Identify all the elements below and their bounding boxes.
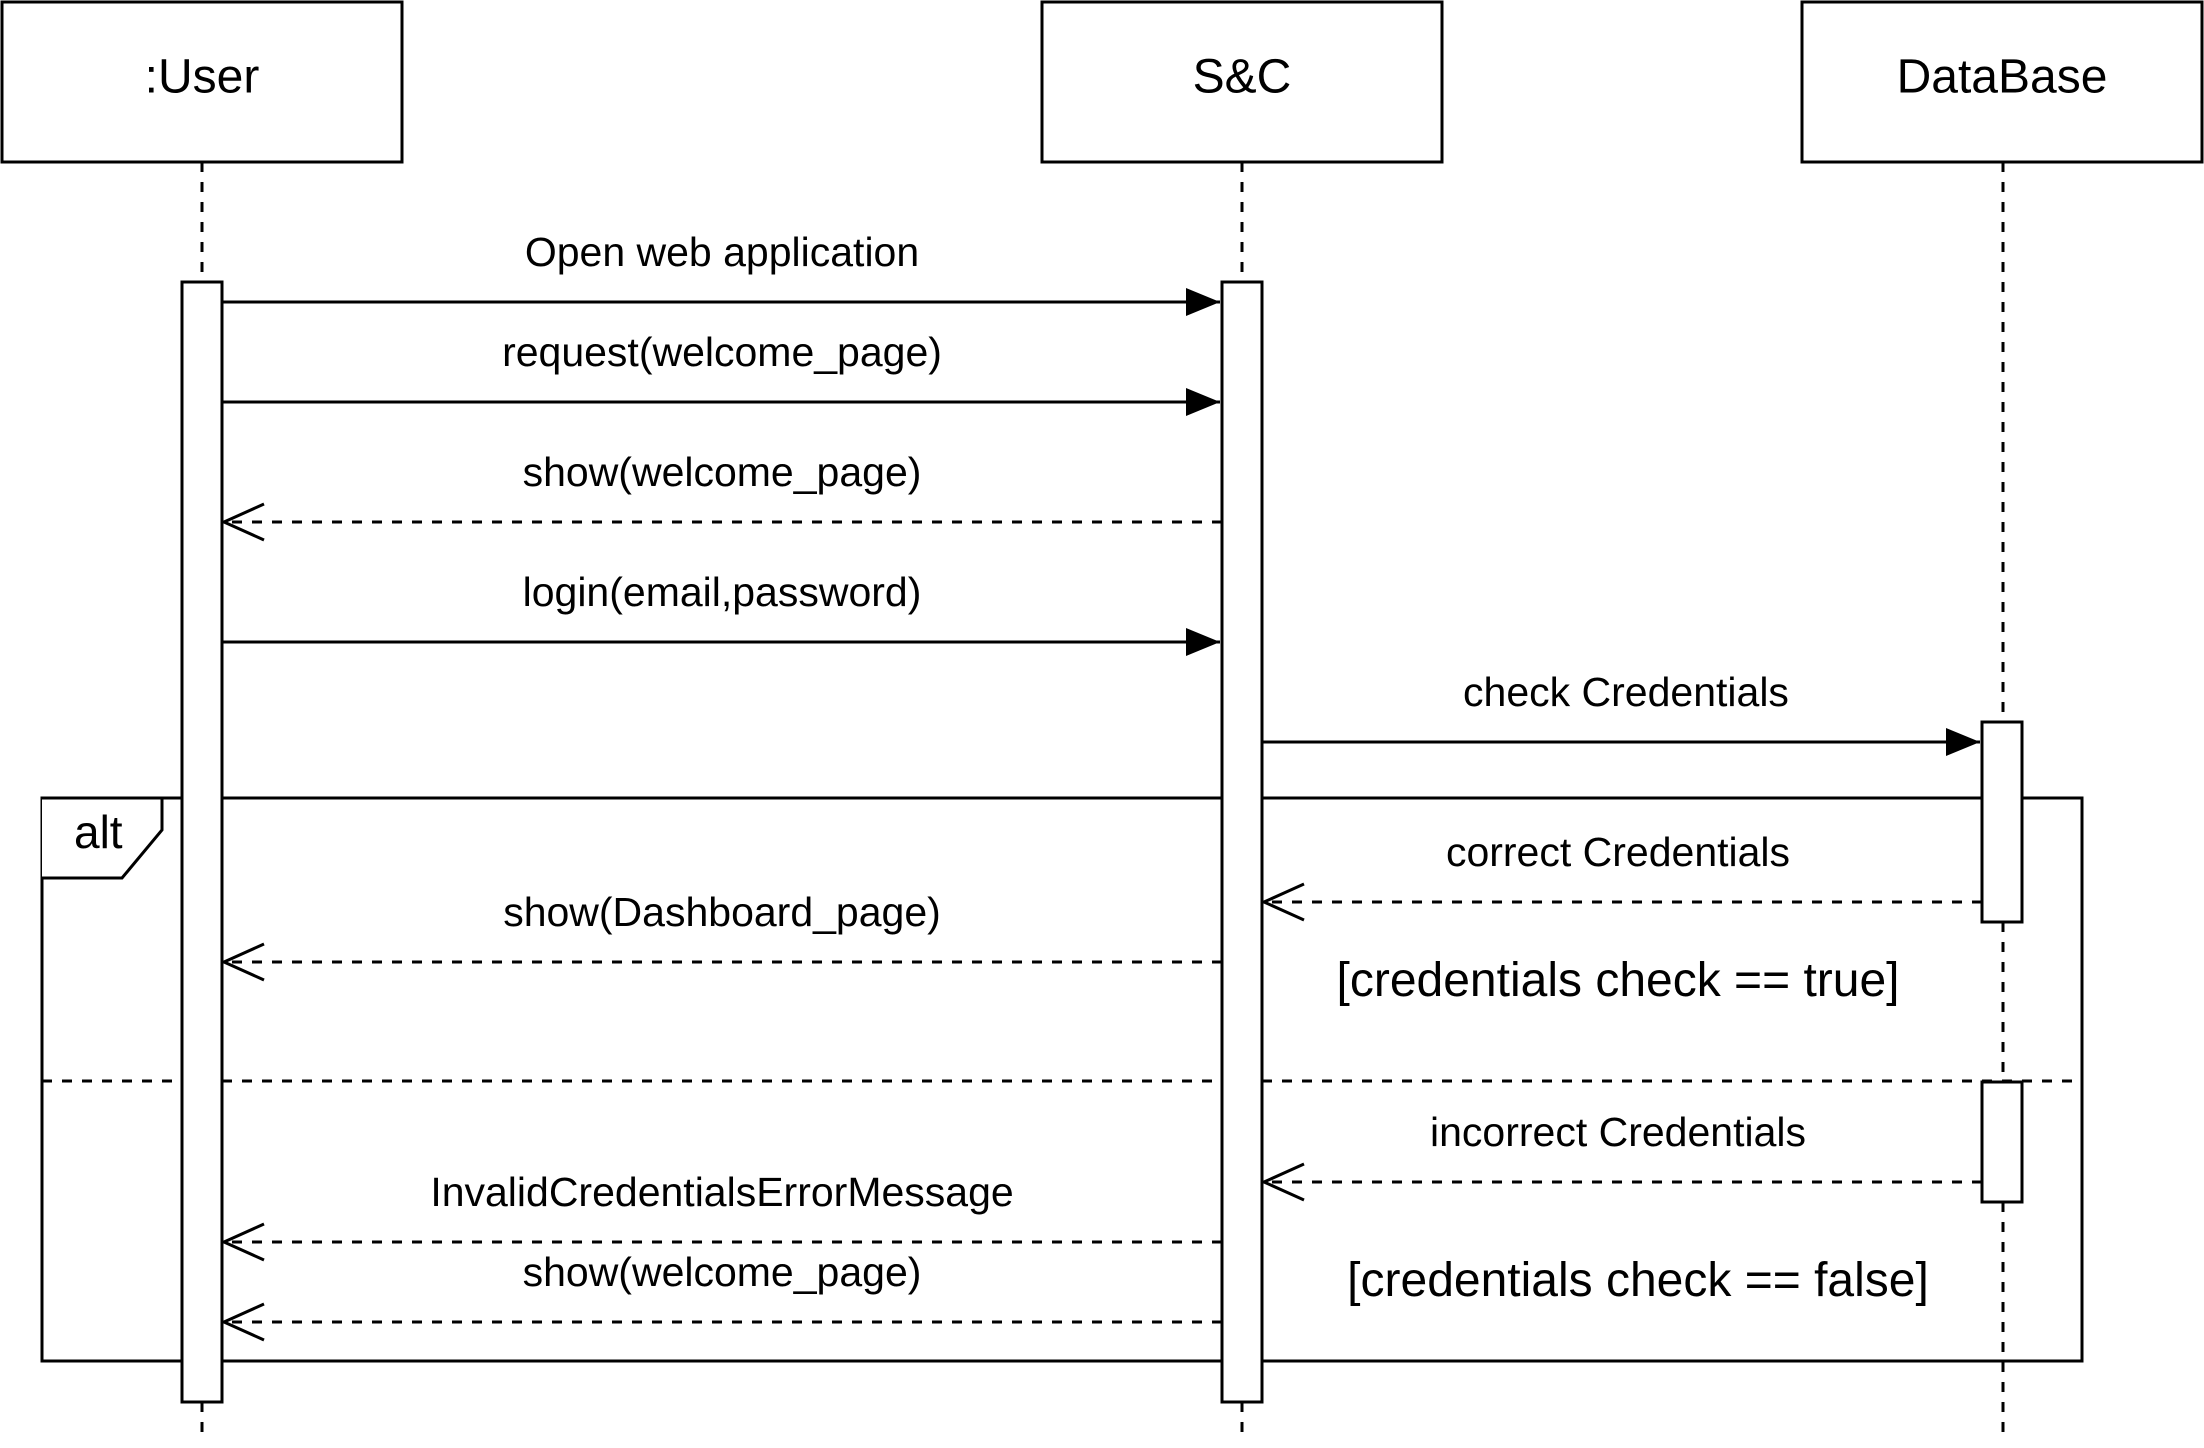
message-check-credentials: check Credentials (1262, 669, 1980, 756)
message-invalid-credentials-error: InvalidCredentialsErrorMessage (224, 1169, 1222, 1242)
message-label: login(email,password) (523, 569, 922, 615)
message-show-welcome-page-2: show(welcome_page) (224, 1249, 1222, 1322)
message-request-welcome-page: request(welcome_page) (222, 329, 1220, 416)
message-label: show(Dashboard_page) (503, 889, 941, 935)
message-open-web-application: Open web application (222, 229, 1220, 316)
alt-operator-label: alt (74, 806, 123, 858)
participant-sc-label: S&C (1193, 51, 1292, 104)
message-correct-credentials: correct Credentials (1264, 829, 1982, 902)
message-label: show(welcome_page) (523, 449, 922, 495)
message-login: login(email,password) (222, 569, 1220, 656)
message-show-dashboard-page: show(Dashboard_page) (224, 889, 1222, 962)
message-label: InvalidCredentialsErrorMessage (430, 1169, 1013, 1215)
message-label: incorrect Credentials (1430, 1109, 1806, 1155)
participant-user: :User (0, 0, 404, 164)
guard-false: [credentials check == false] (1347, 1254, 1929, 1307)
message-label: request(welcome_page) (502, 329, 942, 375)
participant-user-label: :User (145, 51, 260, 104)
message-label: check Credentials (1463, 669, 1789, 715)
message-incorrect-credentials: incorrect Credentials (1264, 1109, 1982, 1182)
participant-sc: S&C (1040, 0, 1444, 164)
activation-db-1 (1980, 720, 2024, 924)
message-show-welcome-page: show(welcome_page) (224, 449, 1222, 522)
activation-db-2 (1980, 1080, 2024, 1204)
message-label: correct Credentials (1446, 829, 1790, 875)
activation-sc (1220, 280, 1264, 1404)
guard-true: [credentials check == true] (1337, 954, 1900, 1007)
activation-user (180, 280, 224, 1404)
participant-db-label: DataBase (1897, 51, 2108, 104)
message-label: Open web application (525, 229, 919, 275)
message-label: show(welcome_page) (523, 1249, 922, 1295)
alt-fragment: alt (40, 796, 2084, 1363)
participant-db: DataBase (1800, 0, 2204, 164)
